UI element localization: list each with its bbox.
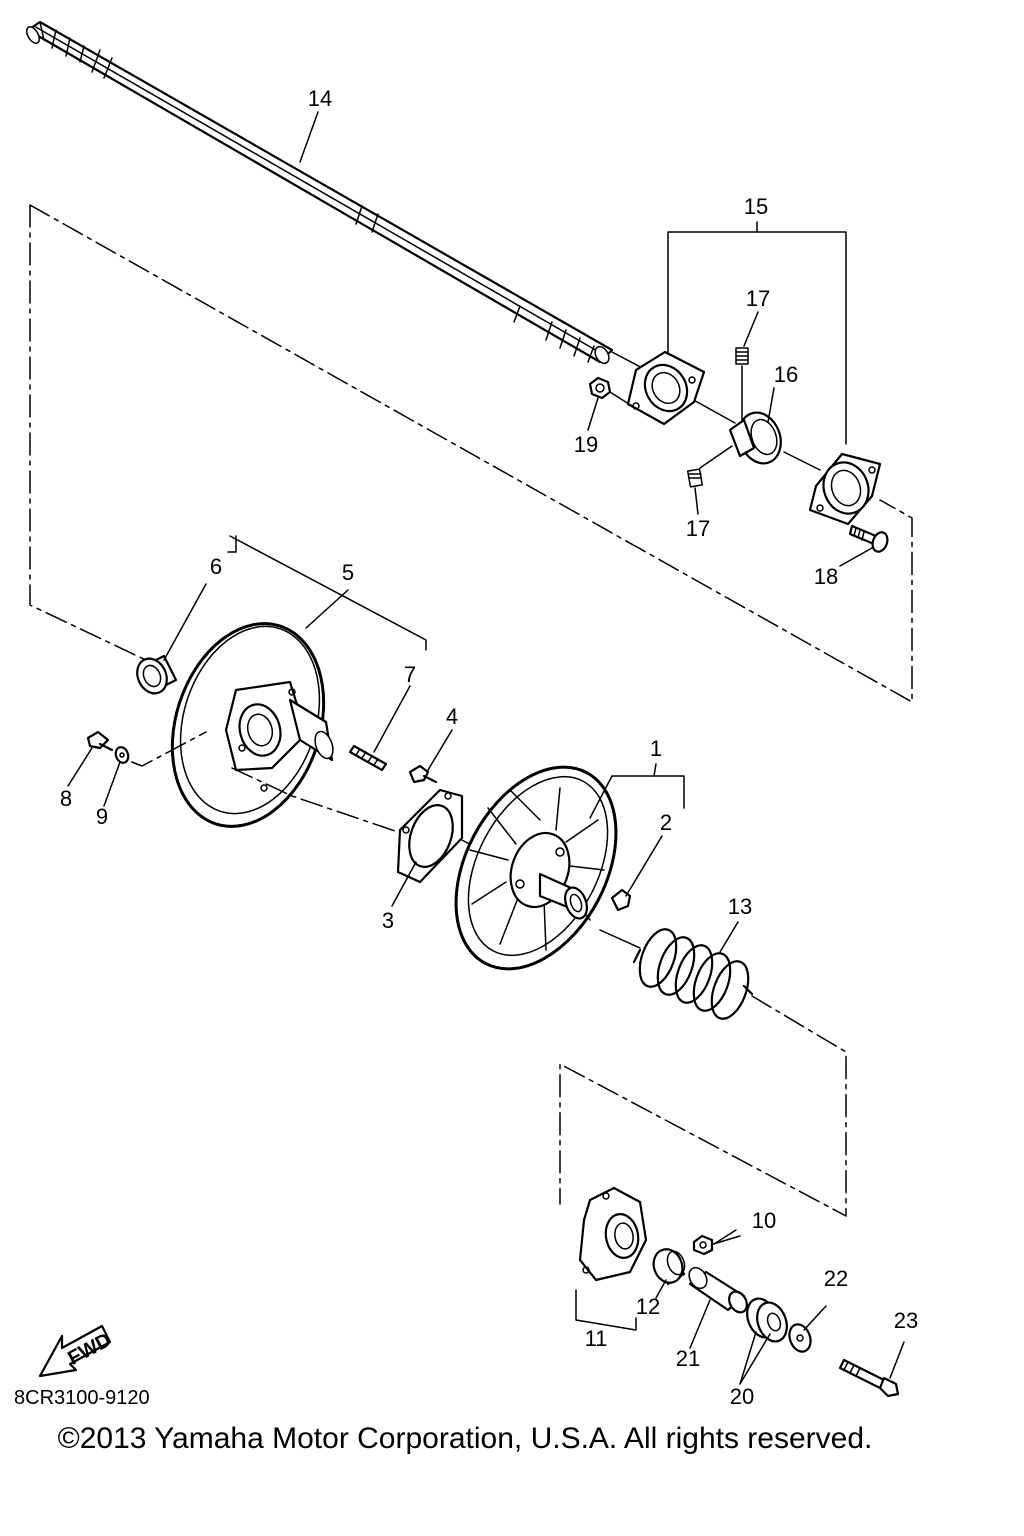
collar-part-21	[688, 1266, 748, 1314]
callout-2: 2	[660, 810, 672, 835]
callout-9: 9	[96, 804, 108, 829]
gasket-part-3	[396, 788, 464, 884]
callout-23: 23	[894, 1308, 918, 1333]
bolt-part-4	[408, 764, 438, 784]
callout-12: 12	[636, 1294, 660, 1319]
bushing-part-6	[136, 654, 178, 695]
callout-21: 21	[676, 1346, 700, 1371]
callout-14: 14	[308, 86, 332, 111]
fixed-sheave-part	[170, 622, 334, 828]
set-screw-upper	[735, 347, 749, 421]
bearing-part	[728, 411, 782, 465]
callout-5: 5	[342, 560, 354, 585]
callout-1: 1	[650, 736, 662, 761]
callout-22: 22	[824, 1266, 848, 1291]
bolt-part-8	[86, 730, 114, 752]
bolt-part-18	[848, 524, 889, 553]
callout-17-upper: 17	[746, 286, 770, 311]
bolt-part-23	[838, 1358, 900, 1398]
callout-13: 13	[728, 894, 752, 919]
callout-7: 7	[404, 662, 416, 687]
bearing-housing-left	[626, 350, 706, 426]
nut-part-10	[692, 1234, 714, 1256]
callout-6: 6	[210, 554, 222, 579]
callout-10: 10	[752, 1208, 776, 1233]
leader-lines	[67, 111, 905, 1385]
cam-housing-part	[578, 1186, 648, 1282]
part-code: 8CR3100-9120	[14, 1387, 150, 1409]
bushing-part-12	[652, 1248, 686, 1286]
pin-part-7	[348, 744, 388, 772]
set-screw-lower	[686, 445, 733, 488]
fwd-arrow-icon: FWD	[38, 1324, 115, 1378]
washer-part-22	[788, 1323, 812, 1353]
callout-11: 11	[585, 1326, 608, 1351]
callout-16: 16	[774, 362, 798, 387]
spring-part-13	[632, 928, 754, 1020]
roller-part-20	[746, 1297, 788, 1343]
shaft-part	[26, 20, 614, 365]
washer-part-9	[114, 746, 130, 764]
callout-17-lower: 17	[686, 516, 710, 541]
callout-18: 18	[814, 564, 838, 589]
callout-20: 20	[730, 1384, 754, 1409]
copyright-notice: ©2013 Yamaha Motor Corporation, U.S.A. A…	[57, 1422, 873, 1455]
movable-sheave-part	[454, 765, 618, 971]
callout-8: 8	[60, 786, 72, 811]
bearing-housing-right	[808, 452, 882, 526]
nut-part	[588, 376, 633, 407]
callout-15: 15	[744, 194, 768, 219]
callout-4: 4	[446, 704, 458, 729]
plug-part-2	[610, 888, 632, 912]
assembly-frame-upper	[29, 204, 913, 703]
callout-3: 3	[382, 908, 394, 933]
callout-19: 19	[574, 432, 598, 457]
